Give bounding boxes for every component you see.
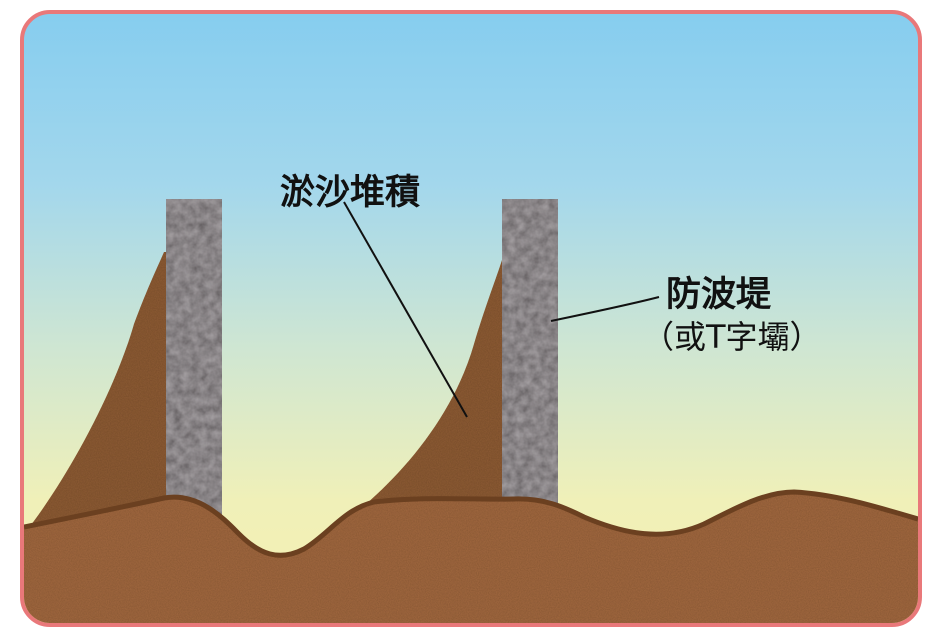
sediment-wedge-left — [24, 252, 194, 534]
sediment-label: 淤沙堆積 — [280, 173, 421, 213]
groin-label: （或T字壩） — [642, 318, 822, 356]
diagram-frame: 淤沙堆積 防波堤 （或T字壩） — [20, 10, 922, 627]
seabed-edge — [24, 489, 918, 558]
breakwater-leader-line — [550, 296, 660, 322]
sediment-wedge-right — [354, 260, 514, 514]
seabed-ground — [24, 492, 918, 623]
breakwater-pillar-left — [166, 199, 222, 529]
sediment-leader-line — [343, 201, 468, 418]
illustration — [24, 199, 918, 623]
breakwater-pillar-right — [502, 199, 558, 511]
breakwater-label: 防波堤 — [666, 275, 772, 315]
